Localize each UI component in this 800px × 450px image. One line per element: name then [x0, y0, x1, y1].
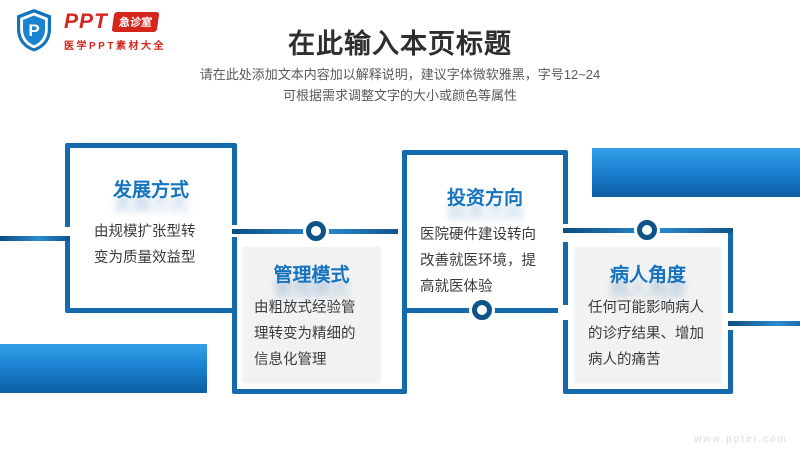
accent-bar-bottom-left	[0, 344, 207, 393]
timeline-node-icon	[637, 220, 657, 240]
frame-notch	[558, 305, 568, 320]
timeline-node-icon	[306, 221, 326, 241]
step2-card: 管理模式 由粗放式经验管理转变为精细的信息化管理	[243, 247, 380, 382]
shield-logo-icon: P	[17, 9, 51, 52]
step3-card: 投资方向 医院硬件建设转向改善就医环境，提高就医体验	[412, 183, 558, 300]
step3-body: 医院硬件建设转向改善就医环境，提高就医体验	[420, 227, 536, 295]
connector-line-entry	[0, 236, 70, 241]
step4-body: 任何可能影响病人的诊疗结果、增加病人的痛苦	[588, 300, 704, 368]
watermark-url: www.ppter.com	[694, 434, 788, 445]
brand-logo: P PPT 急诊室 医学PPT素材大全	[14, 8, 214, 54]
page-subtitle-line2: 可根据需求调整文字的大小或颜色等属性	[282, 88, 517, 103]
brand-tagline: 医学PPT素材大全	[64, 41, 166, 52]
svg-text:P: P	[28, 21, 39, 40]
page-title: 在此输入本页标题	[288, 29, 512, 59]
brand-name: PPT	[64, 10, 108, 33]
frame-notch	[563, 224, 568, 242]
step2-title: 管理模式	[273, 265, 350, 286]
step4-card: 病人角度 任何可能影响病人的诊疗结果、增加病人的痛苦	[575, 247, 721, 382]
page-subtitle-line1: 请在此处添加文本内容加以解释说明，建议字体微软雅黑，字号12~24	[199, 67, 601, 82]
step4-title: 病人角度	[609, 265, 686, 286]
frame-notch	[65, 227, 70, 236]
step2-body: 由粗放式经验管理转变为精细的信息化管理	[254, 300, 356, 368]
connector-line-exit	[728, 321, 800, 326]
step1-title: 发展方式	[112, 180, 189, 201]
step3-title: 投资方向	[446, 188, 523, 209]
timeline-node-icon	[472, 300, 492, 320]
accent-bar-top-right	[592, 148, 800, 197]
step1-card: 发展方式 由规模扩张型转变为质量效益型	[80, 175, 222, 271]
step1-body: 由规模扩张型转变为质量效益型	[94, 224, 196, 266]
